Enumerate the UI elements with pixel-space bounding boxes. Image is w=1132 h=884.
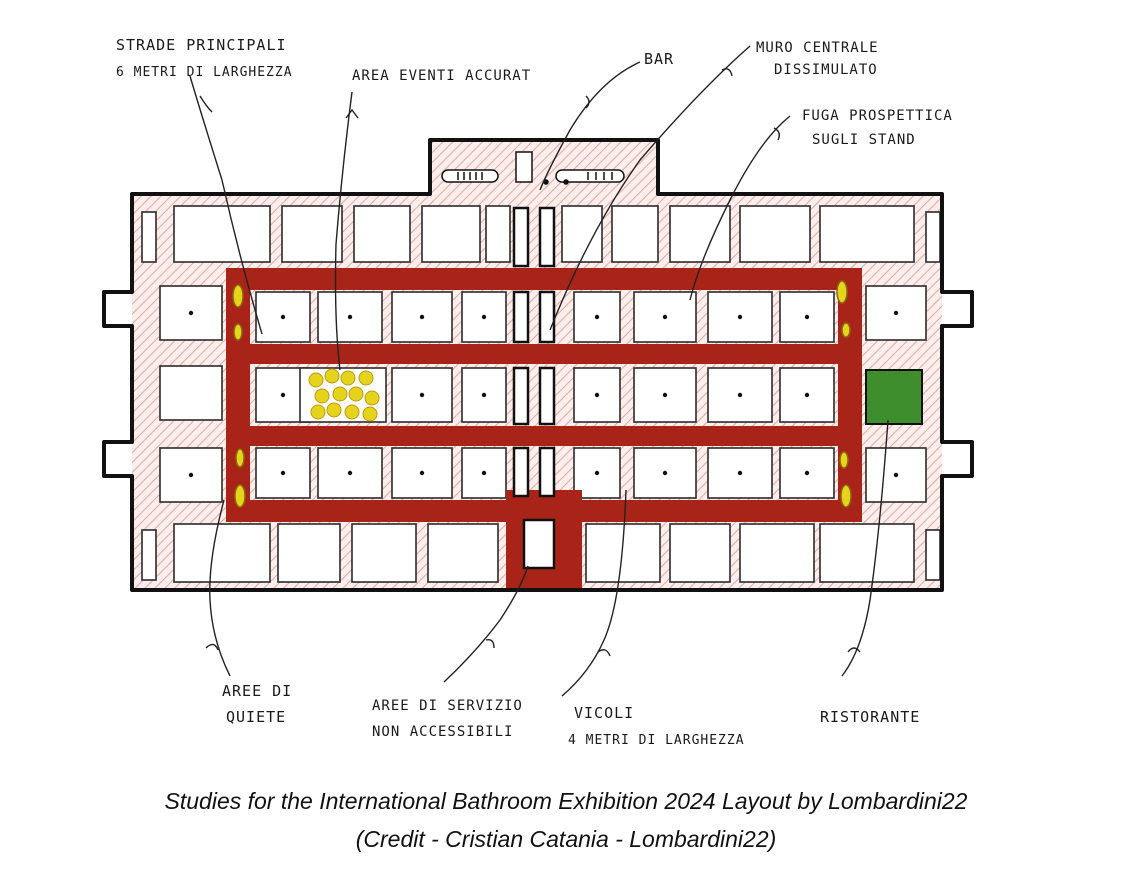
event-area-dot: [326, 402, 342, 418]
stand-marker: [188, 472, 194, 478]
label-strade-principali-1: STRADE PRINCIPALI: [116, 36, 287, 54]
stand-marker: [737, 470, 743, 476]
stand-perimeter: [611, 205, 659, 263]
label-aree-servizio-2: NON ACCESSIBILI: [372, 724, 513, 740]
stand-perimeter: [819, 205, 915, 263]
stand-perimeter: [427, 523, 499, 583]
stand-perimeter: [739, 523, 815, 583]
event-area-dot: [362, 406, 378, 422]
stand-marker: [594, 314, 600, 320]
stand-edge: [925, 211, 941, 263]
caption-credit: (Credit - Cristian Catania - Lombardini2…: [355, 826, 777, 852]
stand-marker: [662, 392, 668, 398]
stand-perimeter: [173, 205, 271, 263]
label-muro-centrale-1: MURO CENTRALE: [756, 40, 879, 56]
stand-marker: [594, 470, 600, 476]
stand-marker: [280, 392, 286, 398]
stand-marker: [347, 470, 353, 476]
event-area-dot: [364, 390, 380, 406]
stand-side: [159, 365, 223, 421]
stand-marker: [804, 314, 810, 320]
stand-perimeter: [585, 523, 661, 583]
stand-perimeter: [561, 205, 603, 263]
stand-perimeter: [277, 523, 341, 583]
stand-marker: [280, 470, 286, 476]
label-aree-servizio-1: AREE DI SERVIZIO: [372, 698, 523, 714]
event-area-dot: [310, 404, 326, 420]
quiet-area-markers: [232, 280, 852, 508]
caption-title: Studies for the International Bathroom E…: [164, 788, 968, 814]
stand-marker: [188, 310, 194, 316]
stand-marker: [804, 470, 810, 476]
label-strade-principali-2: 6 METRI DI LARGHEZZA: [116, 65, 293, 80]
stand-perimeter: [353, 205, 411, 263]
bar-floor-hatch: [430, 140, 658, 196]
stand-marker: [280, 314, 286, 320]
stand-marker: [662, 314, 668, 320]
label-ristorante: RISTORANTE: [820, 708, 920, 726]
label-bar: BAR: [644, 50, 674, 68]
stand-edge: [141, 529, 157, 581]
label-fuga-prospettica-1: FUGA PROSPETTICA: [802, 108, 953, 124]
stand-edge: [925, 529, 941, 581]
stand-marker: [893, 472, 899, 478]
stand-marker: [804, 392, 810, 398]
road-middle-2: [226, 426, 862, 446]
label-area-eventi: AREA EVENTI ACCURAT: [352, 68, 531, 84]
stand-marker: [347, 314, 353, 320]
stand-marker: [481, 314, 487, 320]
event-area-dot: [308, 372, 324, 388]
restaurant-block: [865, 369, 923, 425]
building-outline: [102, 138, 974, 592]
stand-marker: [662, 470, 668, 476]
stand-perimeter: [739, 205, 811, 263]
stand-perimeter: [421, 205, 481, 263]
stand-marker: [893, 310, 899, 316]
stand-perimeter: [351, 523, 417, 583]
annotation-leaders: [189, 45, 889, 697]
event-area-dot: [348, 386, 364, 402]
road-middle-1: [226, 344, 862, 364]
event-area-dot: [358, 370, 374, 386]
event-area-dot: [332, 386, 348, 402]
event-area-dot: [324, 368, 340, 384]
label-muro-centrale-2: DISSIMULATO: [774, 62, 878, 78]
stand-inner: [461, 367, 507, 423]
label-vicoli-1: VICOLI: [574, 704, 634, 722]
stand-perimeter: [281, 205, 343, 263]
event-area-dots: [308, 368, 380, 422]
stand-perimeter: [669, 205, 731, 263]
stand-inner: [317, 291, 383, 343]
label-vicoli-2: 4 METRI DI LARGHEZZA: [568, 733, 745, 748]
event-area-dot: [314, 388, 330, 404]
road-north: [226, 268, 862, 290]
stand-marker: [481, 470, 487, 476]
floor-plan-sketch: STRADE PRINCIPALI 6 METRI DI LARGHEZZA A…: [102, 36, 974, 748]
stand-perimeter: [669, 523, 731, 583]
stand-marker: [481, 392, 487, 398]
stand-marker: [419, 392, 425, 398]
stand-edge: [141, 211, 157, 263]
stand-marker: [737, 314, 743, 320]
stand-marker: [737, 392, 743, 398]
stand-marker: [419, 470, 425, 476]
label-fuga-prospettica-2: SUGLI STAND: [812, 132, 916, 148]
stand-perimeter: [173, 523, 271, 583]
stand-perimeter: [819, 523, 915, 583]
bar-furniture: [441, 151, 625, 185]
stand-inner: [573, 367, 621, 423]
event-area-dot: [344, 404, 360, 420]
road-east: [838, 268, 862, 522]
label-aree-quiete-1: AREE DI: [222, 682, 292, 700]
stand-marker: [419, 314, 425, 320]
main-roads: [226, 268, 862, 592]
stand-marker: [594, 392, 600, 398]
label-aree-quiete-2: QUIETE: [226, 708, 286, 726]
road-west: [226, 268, 250, 522]
stand-perimeter: [485, 205, 511, 263]
event-area-dot: [340, 370, 356, 386]
exhibition-stands: [141, 205, 941, 583]
